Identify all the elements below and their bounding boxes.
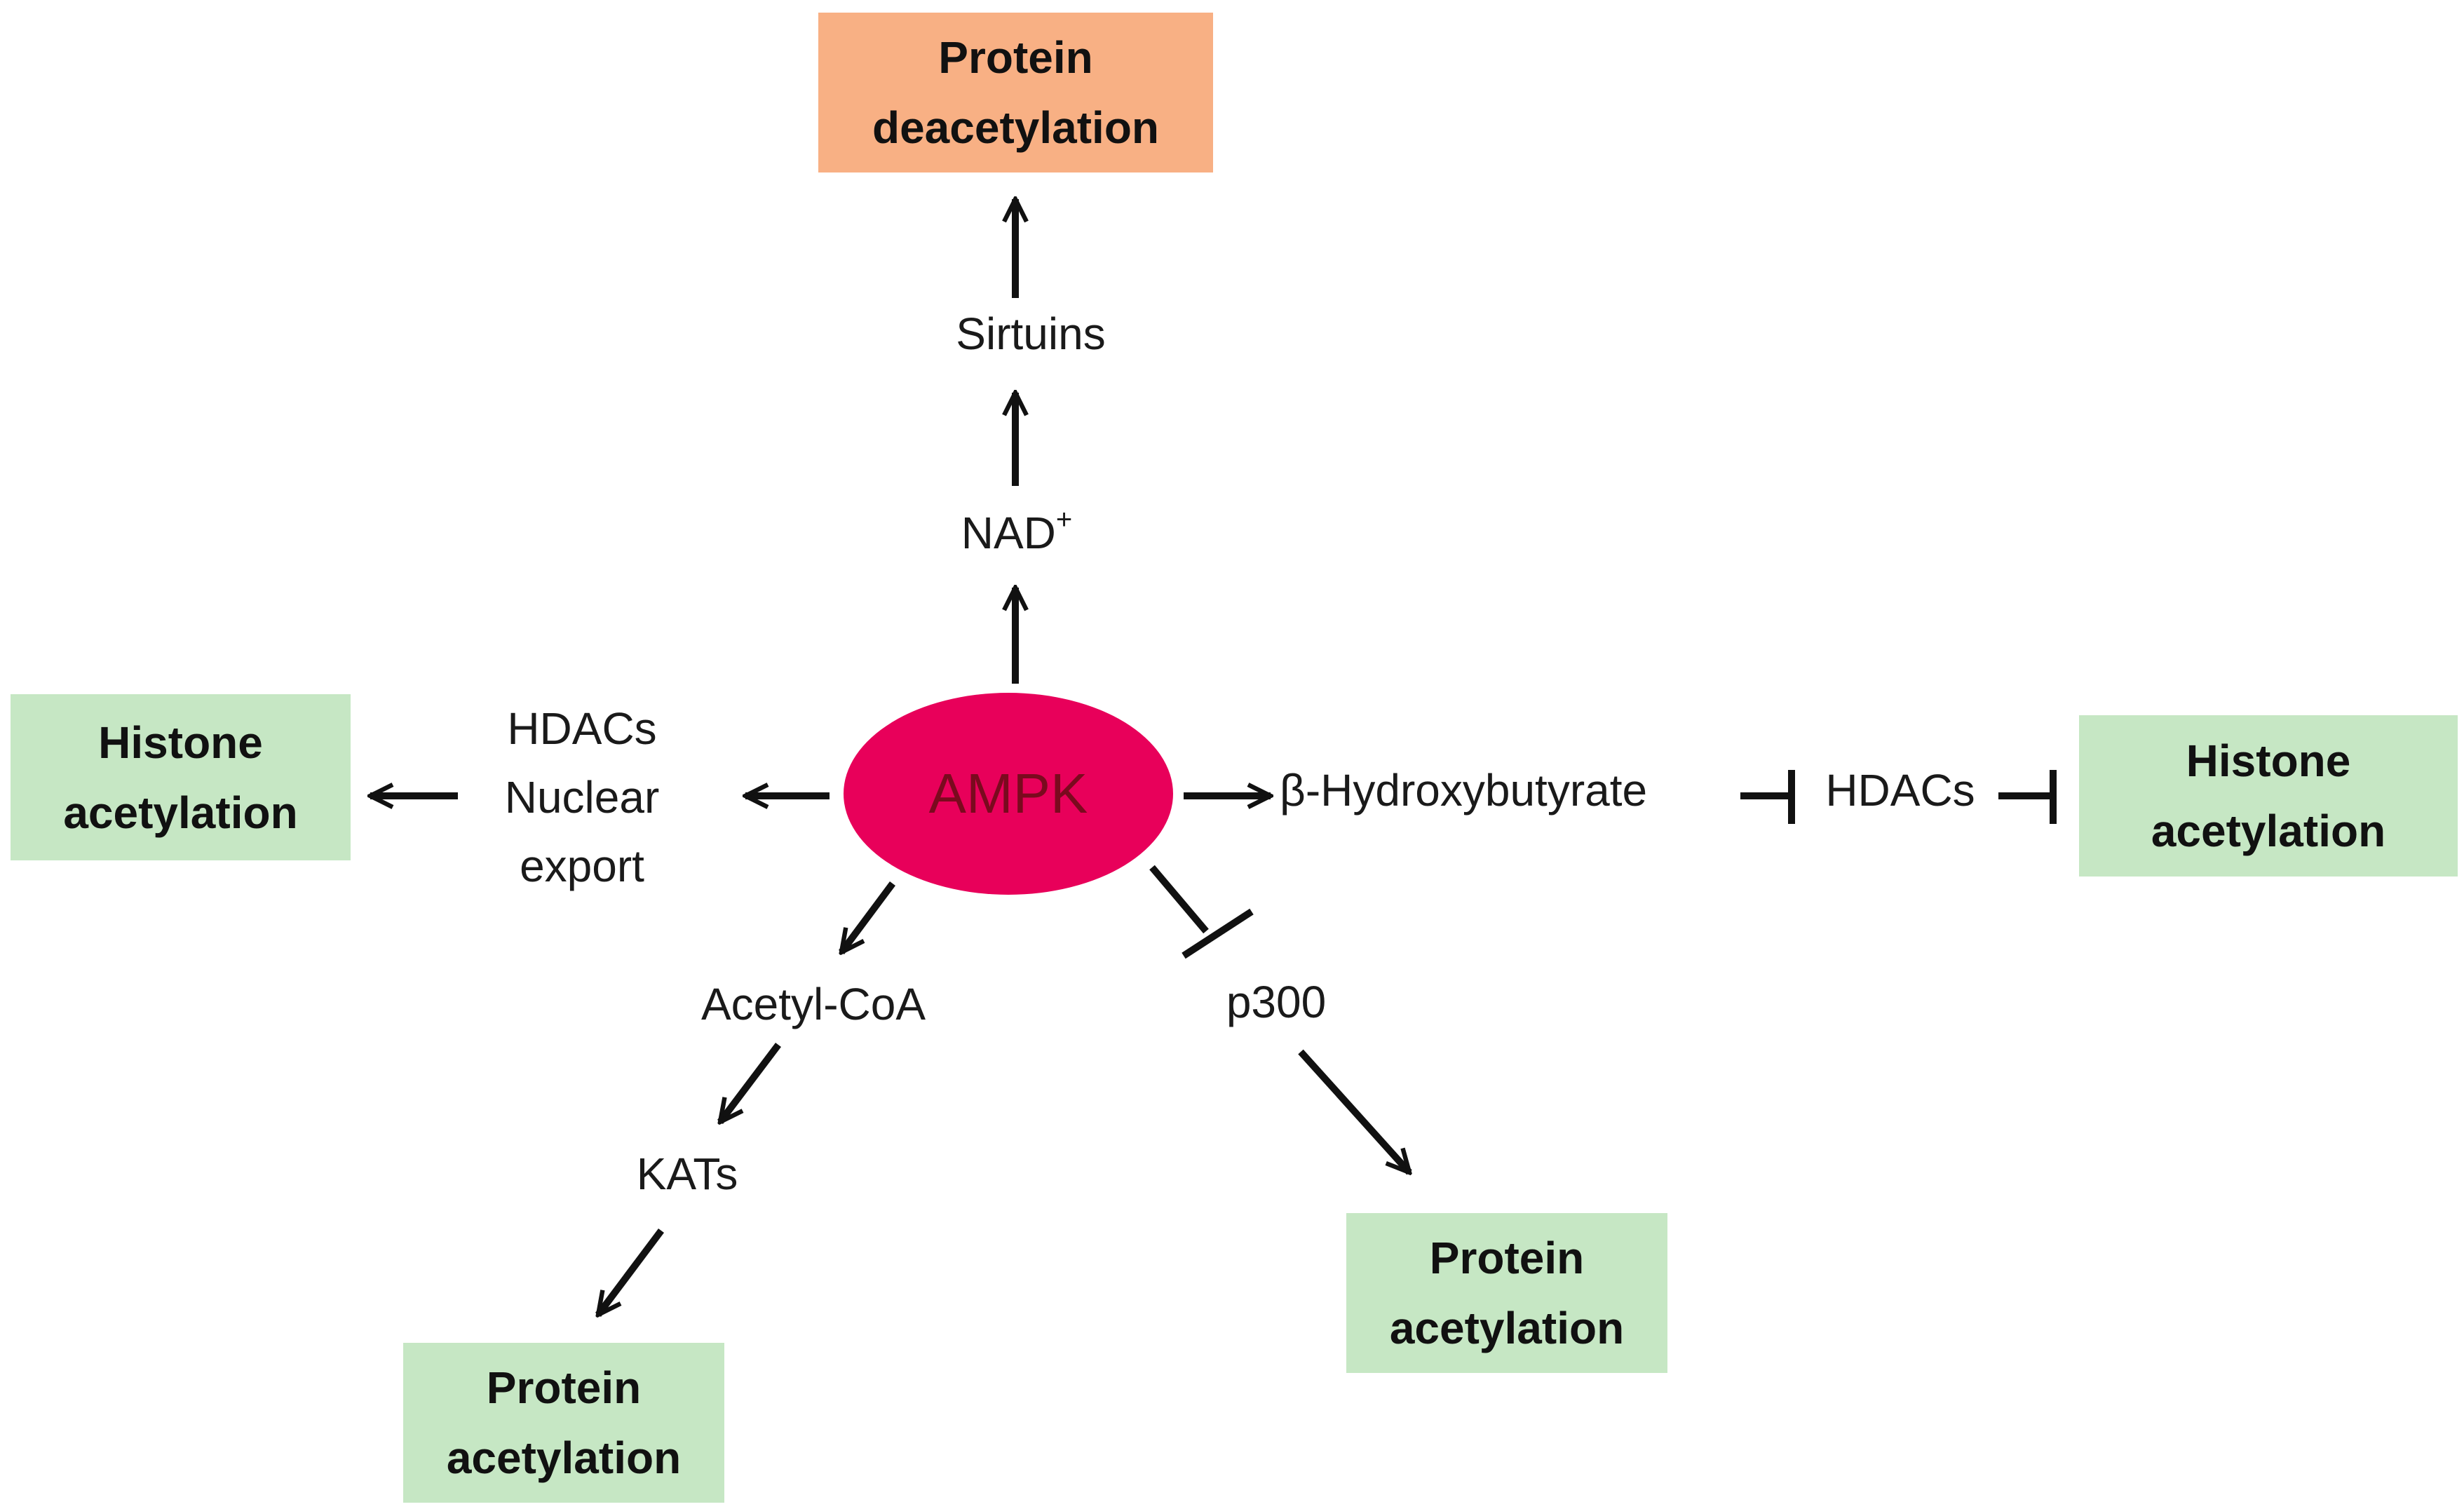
hydroxybutyrate-text: β-Hydroxybutyrate	[1280, 765, 1648, 816]
histone-acetylation-left-box: Histone acetylation	[11, 694, 351, 860]
hdacs-right-text: HDACs	[1825, 765, 1975, 816]
protein-acetylation-left-line2: acetylation	[446, 1433, 682, 1483]
hdacs-left-text: HDACs	[507, 703, 657, 754]
ampk-node: AMPK	[844, 693, 1173, 895]
ampk-label: AMPK	[928, 762, 1088, 825]
nad-text: NAD	[961, 508, 1056, 558]
protein-acetylation-right-line1: Protein	[1429, 1233, 1585, 1283]
arrow-acetylcoa-to-kats	[720, 1042, 781, 1122]
protein-acetylation-right-line2: acetylation	[1389, 1303, 1625, 1353]
nad-superscript: +	[1055, 504, 1073, 535]
arrow-ampk-to-acetylcoa	[841, 881, 896, 952]
histone-acetylation-right-box: Histone acetylation	[2079, 715, 2458, 877]
arrow-p300-to-protein-acetylation	[1298, 1049, 1409, 1172]
protein-deacetylation-box: Protein deacetylation	[818, 13, 1213, 172]
arrow-kats-to-protein-acetylation	[598, 1229, 664, 1315]
inhibit-ampk-p300	[1149, 865, 1209, 934]
histone-right-line1: Histone	[2186, 736, 2351, 786]
hydroxybutyrate-label: β-Hydroxybutyrate	[1280, 756, 1728, 825]
acetylcoa-label: Acetyl-CoA	[666, 970, 961, 1038]
export-text: export	[520, 841, 644, 891]
kats-text: KATs	[636, 1149, 738, 1199]
acetylcoa-text: Acetyl-CoA	[700, 979, 926, 1029]
protein-acetylation-left-box: Protein acetylation	[403, 1343, 724, 1503]
p300-label: p300	[1192, 968, 1360, 1036]
nuclear-text: Nuclear	[504, 772, 660, 823]
kats-label: KATs	[603, 1139, 771, 1208]
hdacs-right-label: HDACs	[1809, 756, 1991, 825]
protein-acetylation-right-box: Protein acetylation	[1346, 1213, 1667, 1373]
protein-deacetylation-line1: Protein	[938, 32, 1093, 83]
protein-deacetylation-line2: deacetylation	[872, 102, 1160, 153]
histone-right-line2: acetylation	[2151, 806, 2386, 856]
hdacs-nuclear-export-label: HDACs Nuclear export	[463, 694, 701, 900]
nad-label: NAD+	[905, 499, 1129, 567]
inhibit-ampk-p300-bar	[1182, 908, 1254, 959]
sirtuins-label: Sirtuins	[905, 299, 1157, 368]
histone-left-line1: Histone	[98, 717, 263, 768]
histone-left-line2: acetylation	[63, 787, 298, 838]
p300-text: p300	[1226, 977, 1327, 1027]
sirtuins-text: Sirtuins	[956, 309, 1106, 359]
protein-acetylation-left-line1: Protein	[486, 1362, 642, 1413]
